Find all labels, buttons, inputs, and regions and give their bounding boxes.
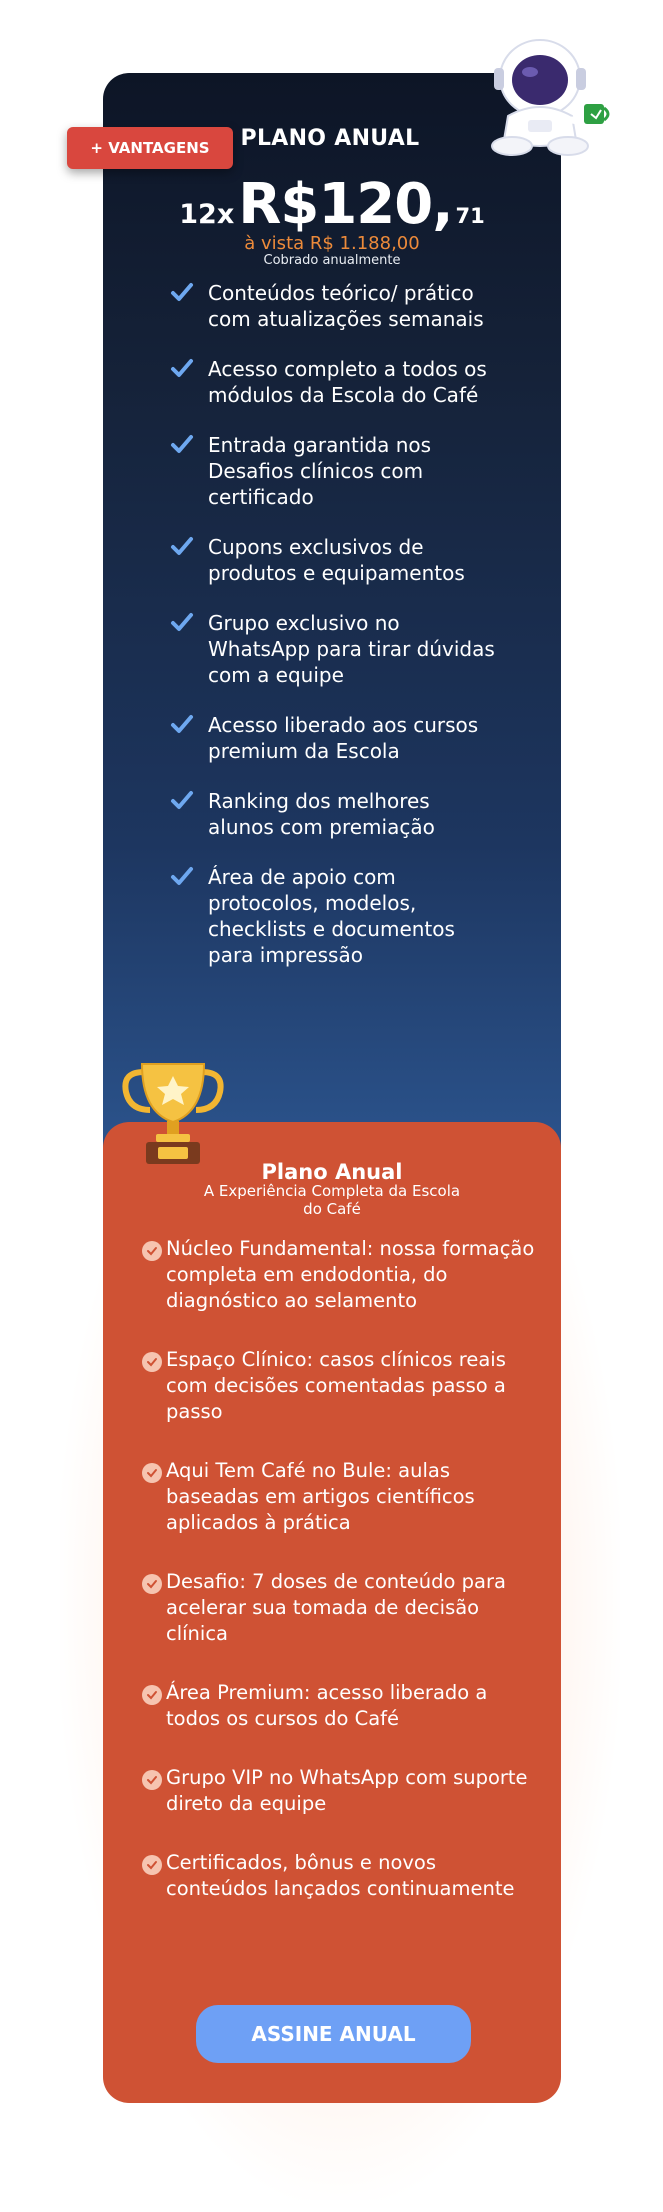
check-circle-icon	[142, 1352, 162, 1372]
check-icon	[171, 867, 193, 885]
astronaut-icon	[491, 39, 610, 156]
check-circle-icon	[142, 1855, 162, 1875]
benefit-text: Desafio: 7 doses de conteúdo para aceler…	[166, 1570, 506, 1645]
benefit-text: Aqui Tem Café no Bule: aulas baseadas em…	[166, 1459, 475, 1534]
benefit-item: Desafio: 7 doses de conteúdo para aceler…	[140, 1569, 535, 1647]
feature-item: Conteúdos teórico/ prático com atualizaç…	[168, 280, 498, 332]
check-icon	[171, 435, 193, 453]
benefit-text: Área Premium: acesso liberado a todos os…	[166, 1681, 488, 1730]
feature-item: Acesso liberado aos cursos premium da Es…	[168, 712, 498, 764]
benefit-text: Certificados, bônus e novos conteúdos la…	[166, 1851, 515, 1900]
feature-text: Conteúdos teórico/ prático com atualizaç…	[208, 281, 484, 331]
feature-list: Conteúdos teórico/ prático com atualizaç…	[168, 280, 498, 968]
feature-item: Área de apoio com protocolos, modelos, c…	[168, 864, 498, 968]
feature-item: Acesso completo a todos os módulos da Es…	[168, 356, 498, 408]
feature-text: Cupons exclusivos de produtos e equipame…	[208, 535, 465, 585]
benefit-item: Grupo VIP no WhatsApp com suporte direto…	[140, 1765, 535, 1817]
benefit-item: Certificados, bônus e novos conteúdos la…	[140, 1850, 535, 1902]
upfront-price: à vista R$ 1.188,00	[244, 233, 420, 254]
feature-item: Grupo exclusivo no WhatsApp para tirar d…	[168, 610, 498, 688]
advantages-badge: + VANTAGENS	[67, 127, 233, 169]
annual-plan-subtitle: A Experiência Completa da Escola do Café	[203, 1182, 461, 1218]
check-circle-icon	[142, 1241, 162, 1261]
annual-plan-title: Plano Anual	[261, 1160, 403, 1184]
check-circle-icon	[142, 1770, 162, 1790]
check-circle-icon	[142, 1574, 162, 1594]
benefit-item: Núcleo Fundamental: nossa formação compl…	[140, 1236, 535, 1314]
feature-item: Entrada garantida nos Desafios clínicos …	[168, 432, 498, 510]
plan-title: PLANO ANUAL	[240, 126, 420, 151]
price-installments: 12x	[179, 199, 235, 230]
price-cents: 71	[455, 204, 485, 228]
feature-text: Acesso completo a todos os módulos da Es…	[208, 357, 487, 407]
annual-plan-panel	[103, 1122, 561, 2103]
feature-text: Ranking dos melhores alunos com premiaçã…	[208, 789, 435, 839]
price-amount: R$120,	[238, 172, 453, 237]
billing-note: Cobrado anualmente	[263, 253, 401, 268]
trophy-icon	[122, 1063, 224, 1164]
feature-text: Acesso liberado aos cursos premium da Es…	[208, 713, 479, 763]
check-circle-icon	[142, 1685, 162, 1705]
check-icon	[171, 613, 193, 631]
benefit-text: Espaço Clínico: casos clínicos reais com…	[166, 1348, 506, 1423]
feature-text: Área de apoio com protocolos, modelos, c…	[208, 865, 455, 967]
check-icon	[171, 283, 193, 301]
check-icon	[171, 791, 193, 809]
check-circle-icon	[142, 1463, 162, 1483]
feature-item: Ranking dos melhores alunos com premiaçã…	[168, 788, 498, 840]
benefit-item: Área Premium: acesso liberado a todos os…	[140, 1680, 535, 1732]
check-icon	[171, 359, 193, 377]
feature-item: Cupons exclusivos de produtos e equipame…	[168, 534, 498, 586]
subscribe-annual-button[interactable]: ASSINE ANUAL	[196, 2005, 471, 2063]
benefit-item: Aqui Tem Café no Bule: aulas baseadas em…	[140, 1458, 535, 1536]
check-icon	[171, 715, 193, 733]
benefit-list: Núcleo Fundamental: nossa formação compl…	[140, 1236, 535, 1902]
benefit-text: Grupo VIP no WhatsApp com suporte direto…	[166, 1766, 528, 1815]
price: 12x R$120, 71	[103, 172, 561, 237]
check-icon	[171, 537, 193, 555]
feature-text: Entrada garantida nos Desafios clínicos …	[208, 433, 432, 509]
benefit-item: Espaço Clínico: casos clínicos reais com…	[140, 1347, 535, 1425]
benefit-text: Núcleo Fundamental: nossa formação compl…	[166, 1237, 535, 1312]
feature-text: Grupo exclusivo no WhatsApp para tirar d…	[208, 611, 495, 687]
